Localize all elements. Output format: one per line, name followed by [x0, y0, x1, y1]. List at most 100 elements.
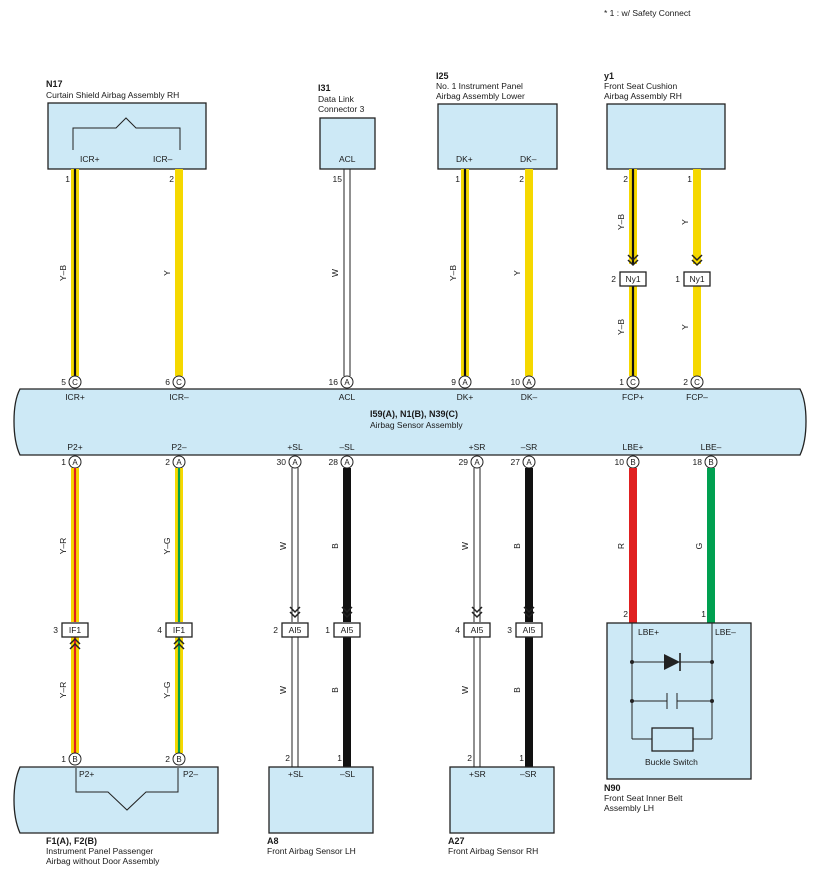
f1-pin-0: B	[68, 752, 82, 766]
f1-code: F1(A), F2(B)	[46, 836, 97, 846]
sensor-bottom-pin-4: A	[470, 455, 484, 469]
sensor-bottom-pin-0: A	[68, 455, 82, 469]
y1-component-box[interactable]	[606, 103, 726, 170]
sensor-name: Airbag Sensor Assembly	[370, 420, 463, 430]
n17-pin-label-left: ICR+	[80, 154, 100, 164]
sensor-bottom-pin-label: LBE+	[622, 442, 643, 452]
sensor-bottom-pin-number: 28	[329, 457, 339, 467]
sensor-top-pin-number: 10	[511, 377, 521, 387]
wire-color-label: B	[512, 543, 522, 549]
wire-bottom-2-lower[interactable]	[291, 637, 299, 767]
i31-component-box[interactable]	[319, 117, 376, 170]
sensor-top-pin-2-letter: A	[344, 378, 350, 387]
connector-ai5-5-label: AI5	[523, 625, 536, 635]
sensor-bottom-pin-5: A	[522, 455, 536, 469]
y1-name-line2: Airbag Assembly RH	[604, 91, 682, 101]
connector-ny1-1[interactable]: Ny1 1	[675, 271, 711, 287]
sensor-bottom-pin-number: 27	[511, 457, 521, 467]
a27-pin-label-right: –SR	[520, 769, 537, 779]
connector-chevron-up-icon	[69, 637, 81, 650]
n90-internal-circuit	[631, 623, 713, 740]
connector-if1-0-pin: 3	[53, 625, 58, 635]
wire-bottom-4-upper[interactable]	[473, 468, 481, 622]
wire-color-label: B	[512, 687, 522, 693]
connector-ny1-0-label: Ny1	[625, 274, 640, 284]
i25-component-box[interactable]	[437, 103, 558, 170]
a8-code: A8	[267, 836, 279, 846]
a27-component-box[interactable]	[449, 766, 555, 834]
sensor-bottom-pin-label: +SR	[469, 442, 486, 452]
sensor-top-pin-3: A	[458, 375, 472, 389]
airbag-sensor-assembly-box[interactable]	[13, 388, 807, 456]
sensor-bottom-pin-6-letter: B	[630, 458, 635, 467]
sensor-top-pin-number: 1	[619, 377, 624, 387]
a27-pin-label-left: +SR	[469, 769, 486, 779]
sensor-top-pin-number: 6	[165, 377, 170, 387]
sensor-bottom-pins: A1P2+A2P2–A30+SLA28–SLA29+SRA27–SRB10LBE…	[61, 442, 722, 469]
connector-if1-1-pin: 4	[157, 625, 162, 635]
wire-color-label: Y	[512, 270, 522, 276]
connector-ai5-4-label: AI5	[471, 625, 484, 635]
sensor-bottom-pin-number: 2	[165, 457, 170, 467]
sensor-top-pin-label: ACL	[339, 392, 356, 402]
f1-pin-label-right: P2–	[183, 769, 198, 779]
sensor-top-pin-4-letter: A	[526, 378, 532, 387]
sensor-top-pin-4: A	[522, 375, 536, 389]
a27-name: Front Airbag Sensor RH	[448, 846, 538, 856]
sensor-top-pin-label: ICR–	[169, 392, 189, 402]
n17-pin-label-right: ICR–	[153, 154, 173, 164]
connector-chevron-down-icon	[289, 606, 301, 619]
buckle-switch-label: Buckle Switch	[645, 757, 698, 767]
sensor-bottom-pin-number: 18	[693, 457, 703, 467]
connector-ai5-3-label: AI5	[341, 625, 354, 635]
sensor-top-pin-label: DK–	[521, 392, 538, 402]
a8-pin-label-right: –SL	[340, 769, 355, 779]
sensor-bottom-pin-2: A	[288, 455, 302, 469]
sensor-bottom-pin-number: 30	[277, 457, 287, 467]
footnote: * 1 : w/ Safety Connect	[604, 8, 691, 18]
i31-code: I31	[318, 83, 331, 93]
wire-bottom-4-lower[interactable]	[473, 637, 481, 767]
f1-name-line1: Instrument Panel Passenger	[46, 846, 153, 856]
sensor-bottom-pin-4-letter: A	[474, 458, 480, 467]
buckle-switch-box[interactable]	[651, 727, 694, 752]
f1-pin-1-letter: B	[176, 755, 181, 764]
sensor-top-pins: C5ICR+C6ICR–A16ACLA9DK+A10DK–C1FCP+C2FCP…	[61, 375, 708, 402]
sensor-top-pin-label: FCP–	[686, 392, 708, 402]
wire-bottom-2-upper[interactable]	[291, 468, 299, 622]
connector-ny1-1-label: Ny1	[689, 274, 704, 284]
sensor-bottom-pin-2-letter: A	[292, 458, 298, 467]
connector-chevron-down-icon	[627, 254, 639, 267]
sensor-top-pin-2: A	[340, 375, 354, 389]
sensor-top-pin-number: 9	[451, 377, 456, 387]
wire-top-pin-number: 2	[519, 174, 524, 184]
a8-component-box[interactable]	[268, 766, 374, 834]
junction-dots	[630, 660, 714, 703]
wire-bottom-end-pin: 2	[623, 609, 628, 619]
wire-color-label: W	[460, 686, 470, 694]
n90-code: N90	[604, 783, 621, 793]
i25-name-line2: Airbag Assembly Lower	[436, 91, 525, 101]
connector-ny1-1-pin: 1	[675, 274, 680, 284]
sensor-top-pin-number: 16	[329, 377, 339, 387]
wire-bottom-end-pin: 2	[467, 753, 472, 763]
n90-name-line1: Front Seat Inner Belt	[604, 793, 683, 803]
wire-bottom-end-pin: 1	[519, 753, 524, 763]
f1-name-line2: Airbag without Door Assembly	[46, 856, 160, 866]
wire-top-2[interactable]	[343, 169, 351, 376]
wire-color-label: Y–G	[162, 537, 172, 554]
n17-component-box[interactable]	[47, 102, 207, 170]
wire-color-label: Y–B	[448, 265, 458, 281]
sensor-bottom-pin-0-letter: A	[72, 458, 78, 467]
sensor-bottom-pin-label: –SR	[521, 442, 538, 452]
wire-top-pin-number: 15	[333, 174, 343, 184]
sensor-bottom-pin-7-letter: B	[708, 458, 713, 467]
